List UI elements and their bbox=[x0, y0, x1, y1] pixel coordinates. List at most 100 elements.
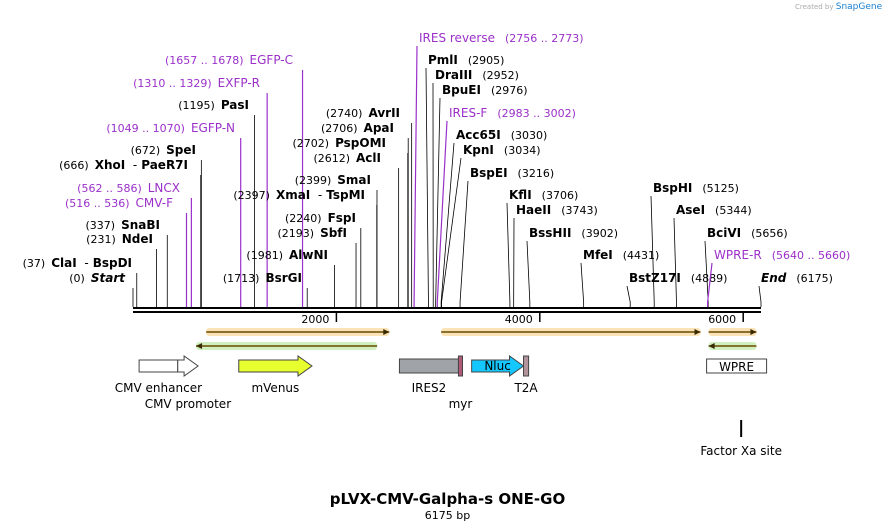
site-name-secondary: PaeR7I bbox=[141, 158, 188, 172]
site-name: AlwNI bbox=[289, 248, 328, 262]
site-name: End bbox=[761, 271, 787, 285]
site-connector bbox=[707, 262, 713, 307]
enzyme-label-bsphi: BspHI (5125) bbox=[653, 181, 739, 195]
site-name: EXFP-R bbox=[218, 76, 260, 90]
site-name: HaeII bbox=[516, 203, 551, 217]
site-name: BsrGI bbox=[265, 271, 302, 285]
site-coordinate: (666) bbox=[59, 159, 89, 172]
site-name: BciVI bbox=[707, 226, 741, 240]
end-label-start: Start (0) bbox=[69, 271, 126, 285]
site-name: PasI bbox=[221, 98, 249, 112]
site-name: ClaI bbox=[51, 256, 76, 270]
site-name: SbfI bbox=[320, 226, 347, 240]
site-connector bbox=[626, 285, 631, 307]
site-coordinate: (2983 .. 3002) bbox=[497, 107, 576, 120]
site-coordinate: (562 .. 586) bbox=[77, 182, 142, 195]
site-name: NdeI bbox=[122, 232, 153, 246]
ruler-tick-label: 6000 bbox=[708, 313, 736, 326]
site-name: KflI bbox=[509, 188, 532, 202]
site-connector bbox=[459, 180, 469, 307]
enzyme-label-fspi: FspI(2240) bbox=[285, 211, 356, 225]
site-name: SnaBI bbox=[121, 218, 160, 232]
orf-arrowhead bbox=[694, 329, 701, 335]
feature-wpre: WPRE bbox=[706, 358, 768, 374]
primer-label-egfp-n: EGFP-N(1049 .. 1070) bbox=[106, 121, 235, 135]
primer-label-ires-reverse: IRES reverse(2756 .. 2773) bbox=[419, 31, 584, 45]
site-coordinate: (5640 .. 5660) bbox=[772, 249, 851, 262]
site-coordinate: (1981) bbox=[246, 249, 283, 262]
site-name: EGFP-C bbox=[250, 53, 293, 67]
site-coordinate: (2397) bbox=[233, 189, 270, 202]
feature-label: mVenus bbox=[251, 381, 299, 395]
site-coordinate: (3902) bbox=[581, 227, 618, 240]
enzyme-label-pasi: PasI (1195) bbox=[178, 98, 249, 112]
site-coordinate: (0) bbox=[69, 272, 85, 285]
enzyme-label-apai: ApaI(2706) bbox=[321, 121, 394, 135]
feature-shape bbox=[238, 355, 313, 377]
site-coordinate: (5125) bbox=[702, 182, 739, 195]
site-coordinate: (337) bbox=[86, 219, 116, 232]
site-coordinate: (3030) bbox=[511, 129, 548, 142]
separator: - bbox=[133, 158, 137, 172]
site-name: ApaI bbox=[364, 121, 394, 135]
brand-created-by: Created by bbox=[795, 3, 834, 11]
site-coordinate: (2952) bbox=[482, 69, 519, 82]
site-coordinate: (6175) bbox=[796, 272, 833, 285]
site-name-secondary: TspMI bbox=[326, 188, 365, 202]
enzyme-label-bstz17i: BstZ17I(4889) bbox=[629, 271, 727, 285]
site-coordinate: (37) bbox=[23, 257, 46, 270]
ruler-tick-label: 2000 bbox=[301, 313, 329, 326]
site-coordinate: (1310 .. 1329) bbox=[133, 77, 212, 90]
feature-label: IRES2 bbox=[412, 381, 447, 395]
site-name: WPRE-R bbox=[714, 248, 762, 262]
site-coordinate: (3216) bbox=[518, 167, 555, 180]
site-coordinate: (2740) bbox=[326, 107, 363, 120]
site-name: Start bbox=[91, 271, 126, 285]
feature-factor-xa-site: Factor Xa site bbox=[700, 420, 782, 458]
orf-arrowhead bbox=[750, 329, 757, 335]
enzyme-label-pmli: PmlI(2905) bbox=[428, 53, 504, 67]
feature-label: CMV promoter bbox=[145, 397, 232, 411]
site-connector bbox=[650, 195, 655, 307]
feature-cmv-promoter: CMV promoter bbox=[145, 355, 232, 411]
site-name: BspHI bbox=[653, 181, 692, 195]
site-coordinate: (3034) bbox=[504, 144, 541, 157]
feature-shape bbox=[706, 358, 768, 374]
site-connector bbox=[506, 202, 511, 307]
site-name: BssHII bbox=[529, 226, 571, 240]
enzyme-label-bsshii: BssHII (3902) bbox=[529, 226, 618, 240]
site-coordinate: (5656) bbox=[751, 227, 788, 240]
ruler-tick-label: 4000 bbox=[505, 313, 533, 326]
enzyme-label-avrii: AvrII(2740) bbox=[326, 106, 400, 120]
snapgene-brand: Created by SnapGene bbox=[795, 2, 882, 12]
site-connector bbox=[436, 120, 448, 307]
site-name: SmaI bbox=[337, 173, 371, 187]
enzyme-label-clai: BspDI-ClaI(37) bbox=[23, 256, 132, 270]
site-coordinate: (4431) bbox=[623, 249, 660, 262]
feature-nluc: Nluc bbox=[471, 355, 525, 377]
site-name: KpnI bbox=[463, 143, 494, 157]
separator: - bbox=[318, 188, 322, 202]
site-coordinate: (1195) bbox=[178, 99, 215, 112]
feature-t2a: T2A bbox=[513, 355, 538, 395]
primer-label-wpre-r: WPRE-R (5640 .. 5660) bbox=[714, 248, 850, 262]
feature-label: Factor Xa site bbox=[700, 444, 782, 458]
feature-label: CMV enhancer bbox=[115, 381, 202, 395]
site-connector bbox=[435, 97, 441, 307]
separator: - bbox=[84, 256, 88, 270]
site-connector bbox=[580, 262, 585, 307]
feature-label: T2A bbox=[513, 381, 538, 395]
site-name: DraIII bbox=[435, 68, 472, 82]
site-name: SpeI bbox=[166, 143, 196, 157]
enzyme-label-bspei: BspEI(3216) bbox=[470, 166, 554, 180]
site-connector bbox=[673, 217, 677, 307]
enzyme-label-xmai: TspMI-XmaI(2397) bbox=[233, 188, 365, 202]
feature-ires2: IRES2 bbox=[398, 358, 459, 395]
site-coordinate: (5344) bbox=[715, 204, 752, 217]
enzyme-label-draiii: DraIII (2952) bbox=[435, 68, 519, 82]
site-name: Acc65I bbox=[456, 128, 501, 142]
site-coordinate: (2612) bbox=[313, 152, 350, 165]
enzyme-label-kfli: KflI(3706) bbox=[509, 188, 578, 202]
plasmid-title: pLVX-CMV-Galpha-s ONE-GO bbox=[329, 490, 566, 508]
